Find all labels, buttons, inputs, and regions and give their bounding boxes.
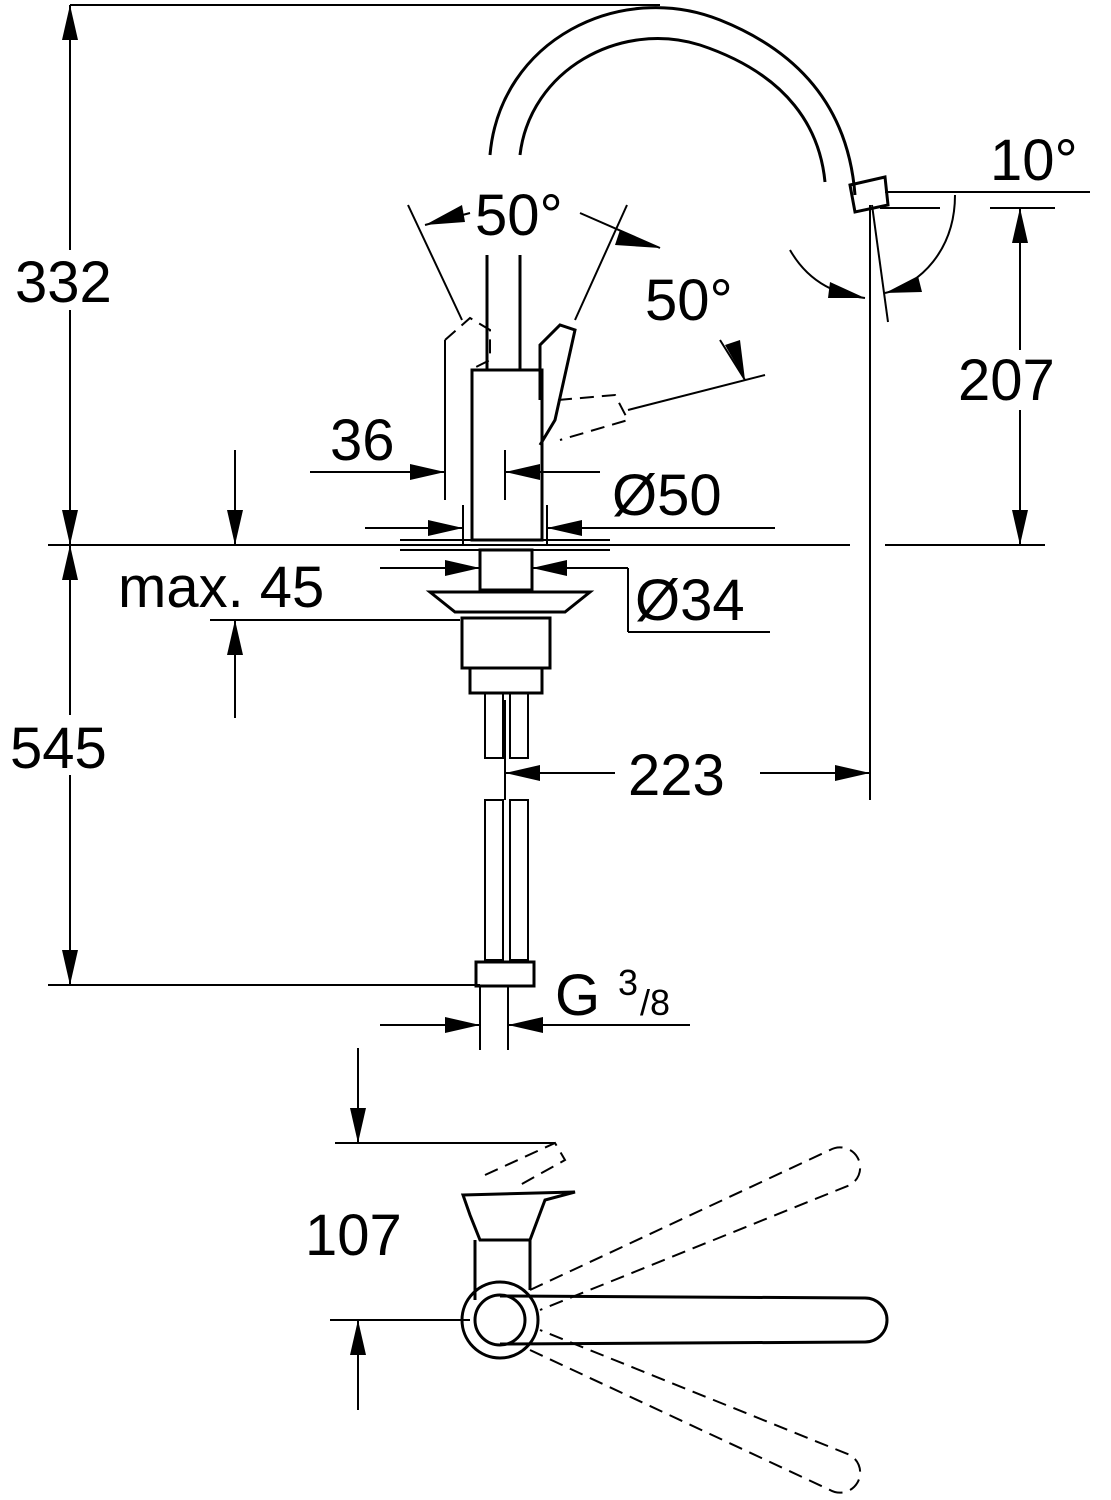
lever-angle-dimensions xyxy=(424,205,746,381)
height-label-332: 332 xyxy=(15,250,112,315)
spout-height-label: 207 xyxy=(958,348,1055,413)
thread-dimension xyxy=(380,1017,690,1033)
lever-offset-dimension xyxy=(310,464,775,536)
spout-reach-label: 223 xyxy=(628,743,725,808)
height-label-545: 545 xyxy=(10,716,107,781)
spout-angle-dimension xyxy=(789,191,1090,299)
dimension-line-heights xyxy=(48,4,850,986)
lever-offset-label: 36 xyxy=(330,408,395,473)
thread-numerator: 3 xyxy=(618,962,638,1003)
lever-angle-left-label: 50° xyxy=(475,183,563,248)
thread-label: G xyxy=(555,963,600,1028)
lever-angle-right-label: 50° xyxy=(645,268,733,333)
thread-denominator: /8 xyxy=(640,982,670,1023)
mounting-assembly xyxy=(400,539,610,1050)
deck-thickness-label: max. 45 xyxy=(118,555,324,620)
hole-diameter-dimension xyxy=(380,560,770,633)
hole-diameter-label: Ø34 xyxy=(635,568,745,633)
spout-angle-label: 10° xyxy=(990,128,1078,193)
top-view-depth-label: 107 xyxy=(305,1203,402,1268)
deck-thickness-dimension xyxy=(210,450,460,718)
top-view xyxy=(330,1048,889,1494)
spout xyxy=(488,6,890,800)
spout-reach-dimension xyxy=(504,700,870,800)
body-diameter-label: Ø50 xyxy=(612,463,722,528)
